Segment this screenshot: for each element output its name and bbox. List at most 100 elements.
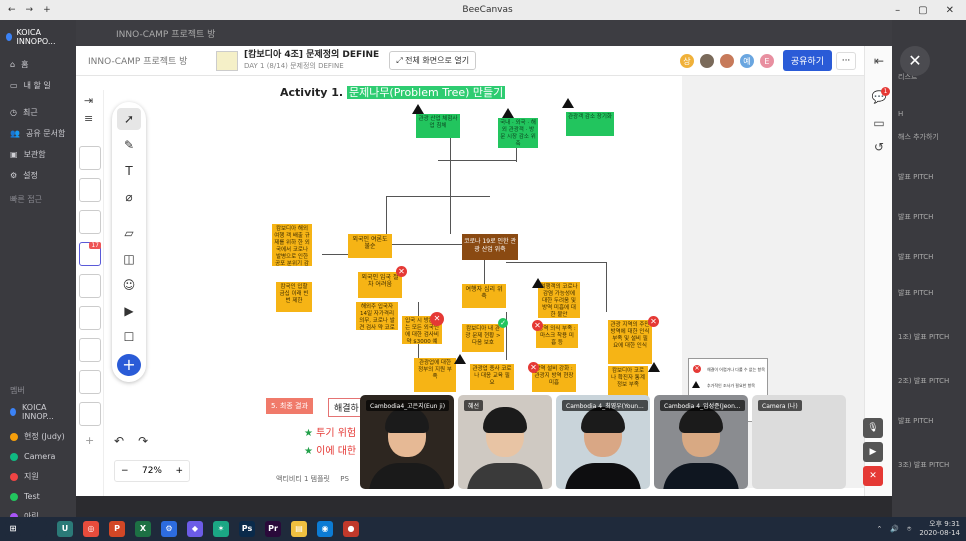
back-arrow-icon[interactable]: ←	[8, 5, 16, 15]
sticky-note[interactable]: 국내 · 외국 · 해외 관광객 · 방문 시장 감소 위축	[498, 118, 538, 148]
leave-call-button[interactable]: ✕	[863, 466, 883, 486]
more-options-icon[interactable]: ···	[836, 51, 856, 70]
sticky-note[interactable]: 여행객의 코로나 감염 가능성에 대한 두려움 및 방역 미흡에 대한 불안	[538, 282, 580, 318]
add-page-icon[interactable]: +	[85, 434, 95, 447]
sticky-note[interactable]: 관광업에 대한 정부의 지원 부족	[414, 358, 456, 392]
close-window-icon[interactable]: ✕	[945, 4, 954, 16]
taskbar-app-icon[interactable]: ◆	[182, 517, 208, 541]
zoom-out-icon[interactable]: −	[121, 466, 129, 476]
chat-icon[interactable]: 💬1	[871, 87, 890, 106]
network-icon[interactable]: ⌾	[907, 524, 912, 533]
member-item[interactable]: 현정 (Judy)	[0, 426, 76, 447]
sticky-note[interactable]: 방역 설비 강화 : 관광지 방역 현장 미흡	[532, 364, 576, 392]
core-problem-note[interactable]: 코로나 19로 인한 관광 산업 위축	[462, 234, 518, 260]
minimize-icon[interactable]: –	[895, 4, 901, 16]
member-item[interactable]: 지원	[0, 466, 76, 487]
redo-icon[interactable]: ↷	[138, 434, 149, 448]
project-breadcrumb[interactable]: INNO-CAMP 프로젝트 방	[88, 57, 188, 67]
page-thumbnail[interactable]	[79, 338, 101, 362]
taskbar-app-icon[interactable]: U	[52, 517, 78, 541]
page-thumbnail[interactable]	[79, 306, 101, 330]
avatar[interactable]: E	[758, 52, 775, 69]
taskbar-app-icon[interactable]: ⚙	[156, 517, 182, 541]
share-button[interactable]: 공유하기	[782, 50, 832, 71]
expand-pages-icon[interactable]: ⇥	[84, 94, 94, 107]
avatar[interactable]	[698, 52, 715, 69]
sticky-note[interactable]: 캄보디아 코로나 확진자 통계 정보 부족	[608, 366, 648, 398]
sticky-note[interactable]: 캄국인 입할 금십 이래 빈번 제한	[276, 282, 312, 312]
sticky-note[interactable]: 관광 지역의 주민 방역에 대한 인식 부족 및 설비 필요에 대한 인식	[608, 320, 652, 364]
fullscreen-button[interactable]: ⤢ 전체 화면으로 열기	[389, 51, 477, 70]
taskbar-app-icon[interactable]: ✶	[208, 517, 234, 541]
taskbar-app-icon[interactable]: Ps	[234, 517, 260, 541]
nav-archive[interactable]: ▣보관함	[0, 144, 76, 165]
video-tile[interactable]: Cambodia4_고은지(Eun ji)	[360, 395, 454, 489]
taskbar-app-icon[interactable]: ●	[338, 517, 364, 541]
taskbar-app-icon[interactable]: P	[104, 517, 130, 541]
new-tab-icon[interactable]: +	[43, 5, 51, 15]
emoji-icon[interactable]: ☺	[122, 278, 136, 292]
member-item[interactable]: KOICA INNOP...	[0, 398, 76, 426]
comment-tool-icon[interactable]: ☐	[123, 330, 135, 344]
shape-tool-icon[interactable]: ◫	[123, 252, 135, 266]
sticky-note[interactable]: 여행자 심리 위축	[462, 284, 506, 308]
close-modal-button[interactable]: ✕	[900, 46, 930, 76]
taskbar-app-icon[interactable]: Pr	[260, 517, 286, 541]
nav-shared[interactable]: 👥공유 문서함	[0, 123, 76, 144]
zoom-in-icon[interactable]: +	[175, 466, 183, 476]
taskbar-app-icon[interactable]: ⊞	[0, 517, 26, 541]
undo-icon[interactable]: ↶	[114, 434, 125, 448]
video-tile[interactable]: 혜선	[458, 395, 552, 489]
pen-tool-icon[interactable]: ✎	[123, 138, 135, 152]
member-item[interactable]: 아림	[0, 506, 76, 517]
system-clock[interactable]: 오후 9:31 2020-08-14	[919, 520, 960, 538]
taskbar-app-icon[interactable]: X	[130, 517, 156, 541]
sticky-note[interactable]: 관광객 감소 장기화	[566, 112, 614, 136]
sticky-note[interactable]: 관광 산업 체험사 업 침체	[416, 114, 460, 138]
sticky-note[interactable]: 캄보디아 내 관광 문제 현황 > 다음 보호	[462, 324, 504, 352]
page-thumbnail[interactable]	[79, 402, 101, 426]
text-tool-icon[interactable]: T	[125, 164, 133, 178]
taskbar-app-icon[interactable]: ◎	[78, 517, 104, 541]
sticky-note[interactable]: 외국인 여론도 불순	[348, 234, 392, 258]
page-thumbnail[interactable]	[79, 146, 101, 170]
member-item[interactable]: Test	[0, 487, 76, 506]
video-tile[interactable]: Cambodia 4_최영우(Youn...	[556, 395, 650, 489]
attach-icon[interactable]: ⌀	[125, 190, 133, 204]
member-item[interactable]: Camera	[0, 447, 76, 466]
taskbar-app-icon[interactable]: ◉	[312, 517, 338, 541]
nav-home[interactable]: ⌂홈	[0, 54, 76, 75]
nav-todo[interactable]: ▭내 할 일	[0, 75, 76, 96]
sticky-note[interactable]: 외국인 입국 절차 어려움	[358, 272, 402, 298]
video-tile[interactable]: Camera (나)	[752, 395, 846, 489]
page-thumbnail[interactable]	[79, 178, 101, 202]
collapse-panel-icon[interactable]: ⇤	[873, 54, 885, 68]
avatar[interactable]	[718, 52, 735, 69]
sticky-note[interactable]: 관광업 종사 코로나 대응 교육 필요	[470, 364, 514, 390]
camera-icon[interactable]: ▶	[863, 442, 883, 462]
page-thumbnail[interactable]	[79, 210, 101, 234]
taskbar-app-icon[interactable]	[26, 517, 52, 541]
page-thumbnail[interactable]	[79, 274, 101, 298]
sticky-note[interactable]: 캄보디아 해외여행 객 배출 규제를 위하 한 외국에서 코로나 발병으로 인한…	[272, 224, 312, 266]
video-tile[interactable]: Cambodia 4_임성준(Jeon...	[654, 395, 748, 489]
sticky-note-icon[interactable]: ▱	[124, 226, 134, 240]
volume-icon[interactable]: 🔊	[890, 525, 900, 533]
add-tool-button[interactable]: +	[117, 354, 141, 376]
nav-recent[interactable]: ◷최근	[0, 102, 76, 123]
nav-settings[interactable]: ⚙설정	[0, 165, 76, 186]
comment-icon[interactable]: ▭	[873, 116, 885, 130]
sticky-note[interactable]: 해외주 입국자 14일 자가격리 의무, 코로나 발견 검사 약 코로나 음성 …	[356, 302, 398, 330]
avatar[interactable]: 예	[738, 52, 755, 69]
forward-arrow-icon[interactable]: →	[25, 5, 34, 15]
sticky-note[interactable]: 방역 의식 부족 : 마스크 착용 미흡 등	[536, 324, 578, 348]
page-thumbnail[interactable]	[79, 370, 101, 394]
taskbar-app-icon[interactable]: ▤	[286, 517, 312, 541]
org-switcher[interactable]: KOICA INNOPO...	[0, 20, 76, 54]
maximize-icon[interactable]: ▢	[918, 4, 928, 16]
tray-up-icon[interactable]: ⌃	[876, 525, 883, 533]
page-list-icon[interactable]: ≡	[84, 112, 94, 125]
mute-icon[interactable]: 🎙	[863, 418, 883, 438]
video-embed-icon[interactable]: ▶	[124, 304, 134, 318]
history-icon[interactable]: ↺	[873, 140, 885, 154]
